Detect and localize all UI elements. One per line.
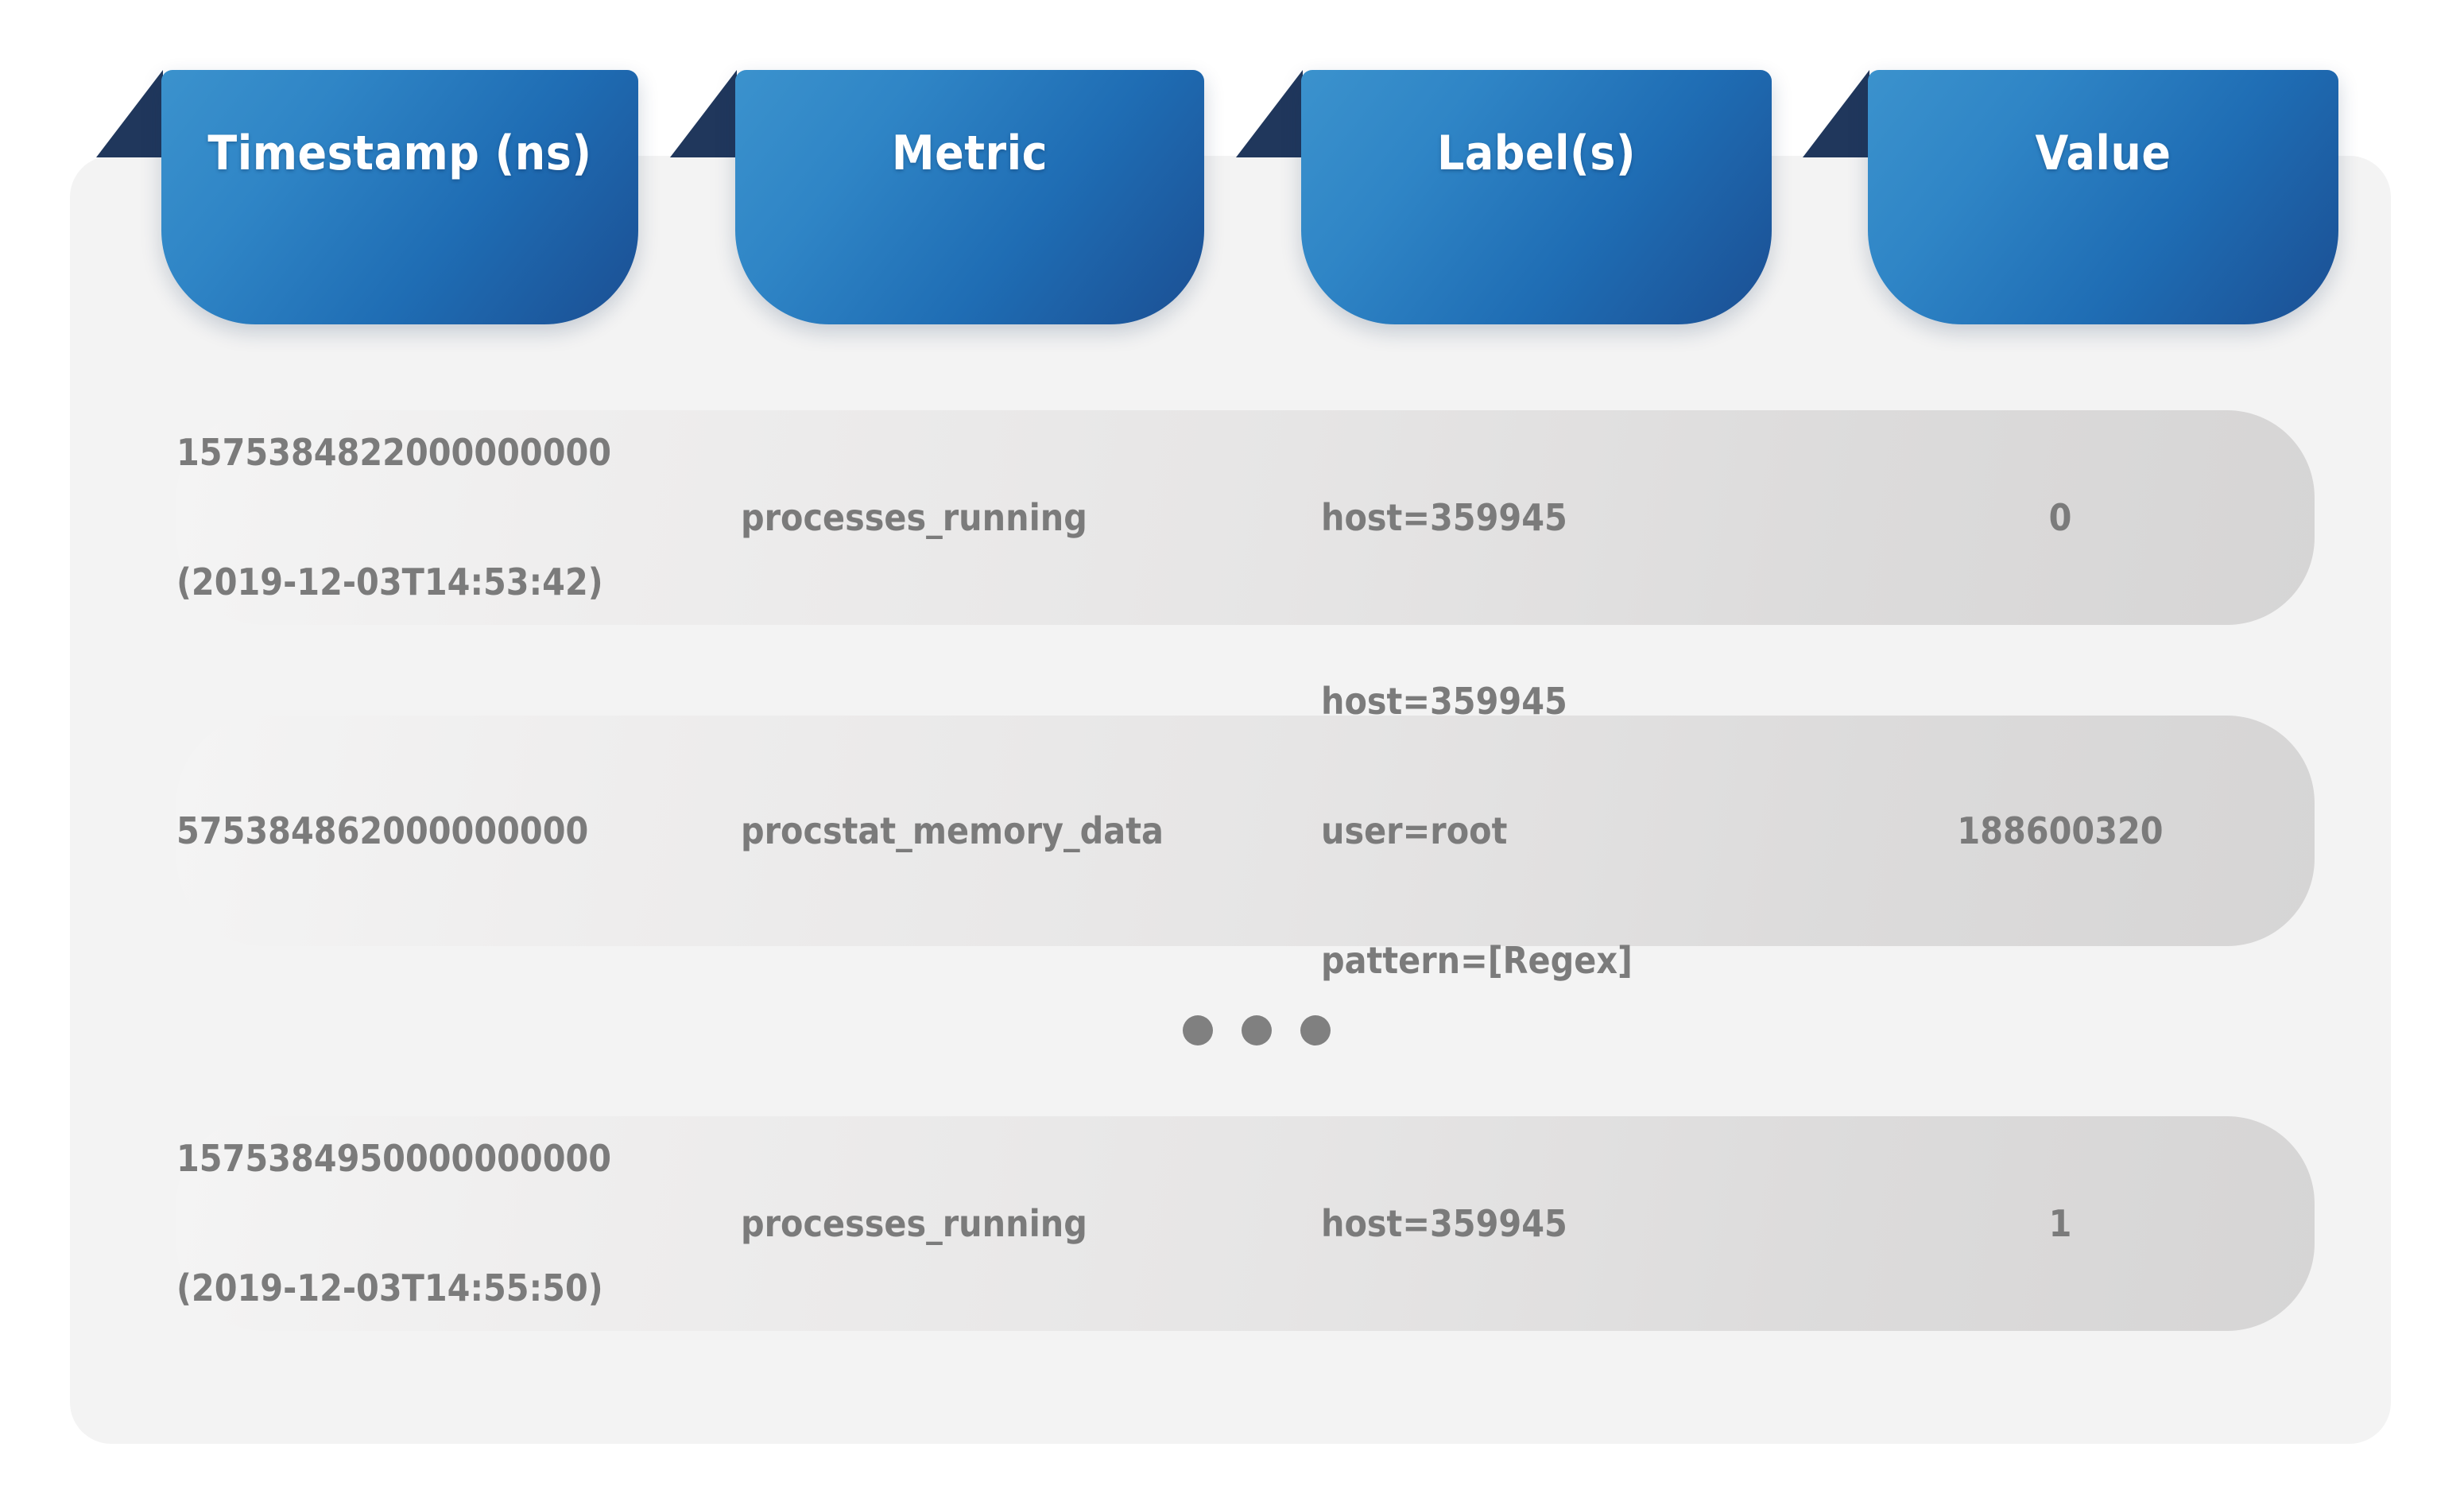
column-header-labels[interactable]: Label(s)	[1236, 70, 1772, 324]
tab-fold-shadow	[96, 70, 163, 157]
timestamp-ns: 1575384822000000000	[176, 431, 612, 475]
column-header-metric[interactable]: Metric	[670, 70, 1204, 324]
cell-value: 188600320	[1957, 809, 2164, 852]
cell-timestamp: 575384862000000000	[176, 723, 685, 938]
column-header-label: Timestamp (ns)	[207, 126, 592, 181]
label-entry: host=359945	[1321, 495, 1567, 539]
timestamp-ns: 575384862000000000	[176, 809, 589, 852]
column-header-label: Value	[2035, 126, 2171, 181]
column-header-label: Metric	[891, 126, 1048, 181]
table-row[interactable]: 1575384822000000000 (2019-12-03T14:53:42…	[176, 410, 2315, 625]
cell-labels: host=359945	[1321, 1115, 1814, 1331]
timestamp-iso: (2019-12-03T14:55:50)	[176, 1267, 603, 1310]
ellipsis-dot-icon	[1242, 1015, 1272, 1045]
table-row[interactable]: 575384862000000000 procstat_memory_data …	[176, 680, 2315, 982]
cell-timestamp: 1575384950000000000 (2019-12-03T14:55:50…	[176, 1051, 685, 1396]
table-header-row: Timestamp (ns) Metric Label(s) Value	[0, 0, 2464, 334]
tab-surface[interactable]: Label(s)	[1301, 70, 1772, 324]
label-entry: host=359945	[1321, 680, 1567, 723]
column-header-value[interactable]: Value	[1803, 70, 2338, 324]
timestamp-iso: (2019-12-03T14:53:42)	[176, 561, 603, 604]
label-entry: pattern=[Regex]	[1321, 938, 1633, 982]
tab-fold-shadow	[1236, 70, 1303, 157]
cell-metric: processes_running	[741, 495, 1087, 539]
ellipsis-dot-icon	[1183, 1015, 1213, 1045]
tab-surface[interactable]: Value	[1868, 70, 2338, 324]
cell-value: 0	[2048, 495, 2072, 539]
timestamp-ns: 1575384950000000000	[176, 1137, 612, 1181]
tab-surface[interactable]: Timestamp (ns)	[161, 70, 638, 324]
cell-labels: host=359945	[1321, 409, 1814, 625]
label-entry: host=359945	[1321, 1201, 1567, 1245]
cell-labels: host=359945 user=root pattern=[Regex]	[1321, 594, 1814, 1069]
tab-fold-shadow	[1803, 70, 1869, 157]
column-header-label: Label(s)	[1436, 126, 1637, 181]
truncation-ellipsis-icon	[1183, 1015, 1331, 1045]
table-row[interactable]: 1575384950000000000 (2019-12-03T14:55:50…	[176, 1116, 2315, 1331]
ellipsis-dot-icon	[1300, 1015, 1331, 1045]
tab-surface[interactable]: Metric	[735, 70, 1204, 324]
cell-metric: processes_running	[741, 1201, 1087, 1245]
column-header-timestamp[interactable]: Timestamp (ns)	[96, 70, 638, 324]
label-entry: user=root	[1321, 809, 1508, 852]
cell-metric: procstat_memory_data	[741, 809, 1164, 852]
tab-fold-shadow	[670, 70, 737, 157]
cell-value: 1	[2048, 1201, 2072, 1245]
cell-timestamp: 1575384822000000000 (2019-12-03T14:53:42…	[176, 345, 685, 690]
